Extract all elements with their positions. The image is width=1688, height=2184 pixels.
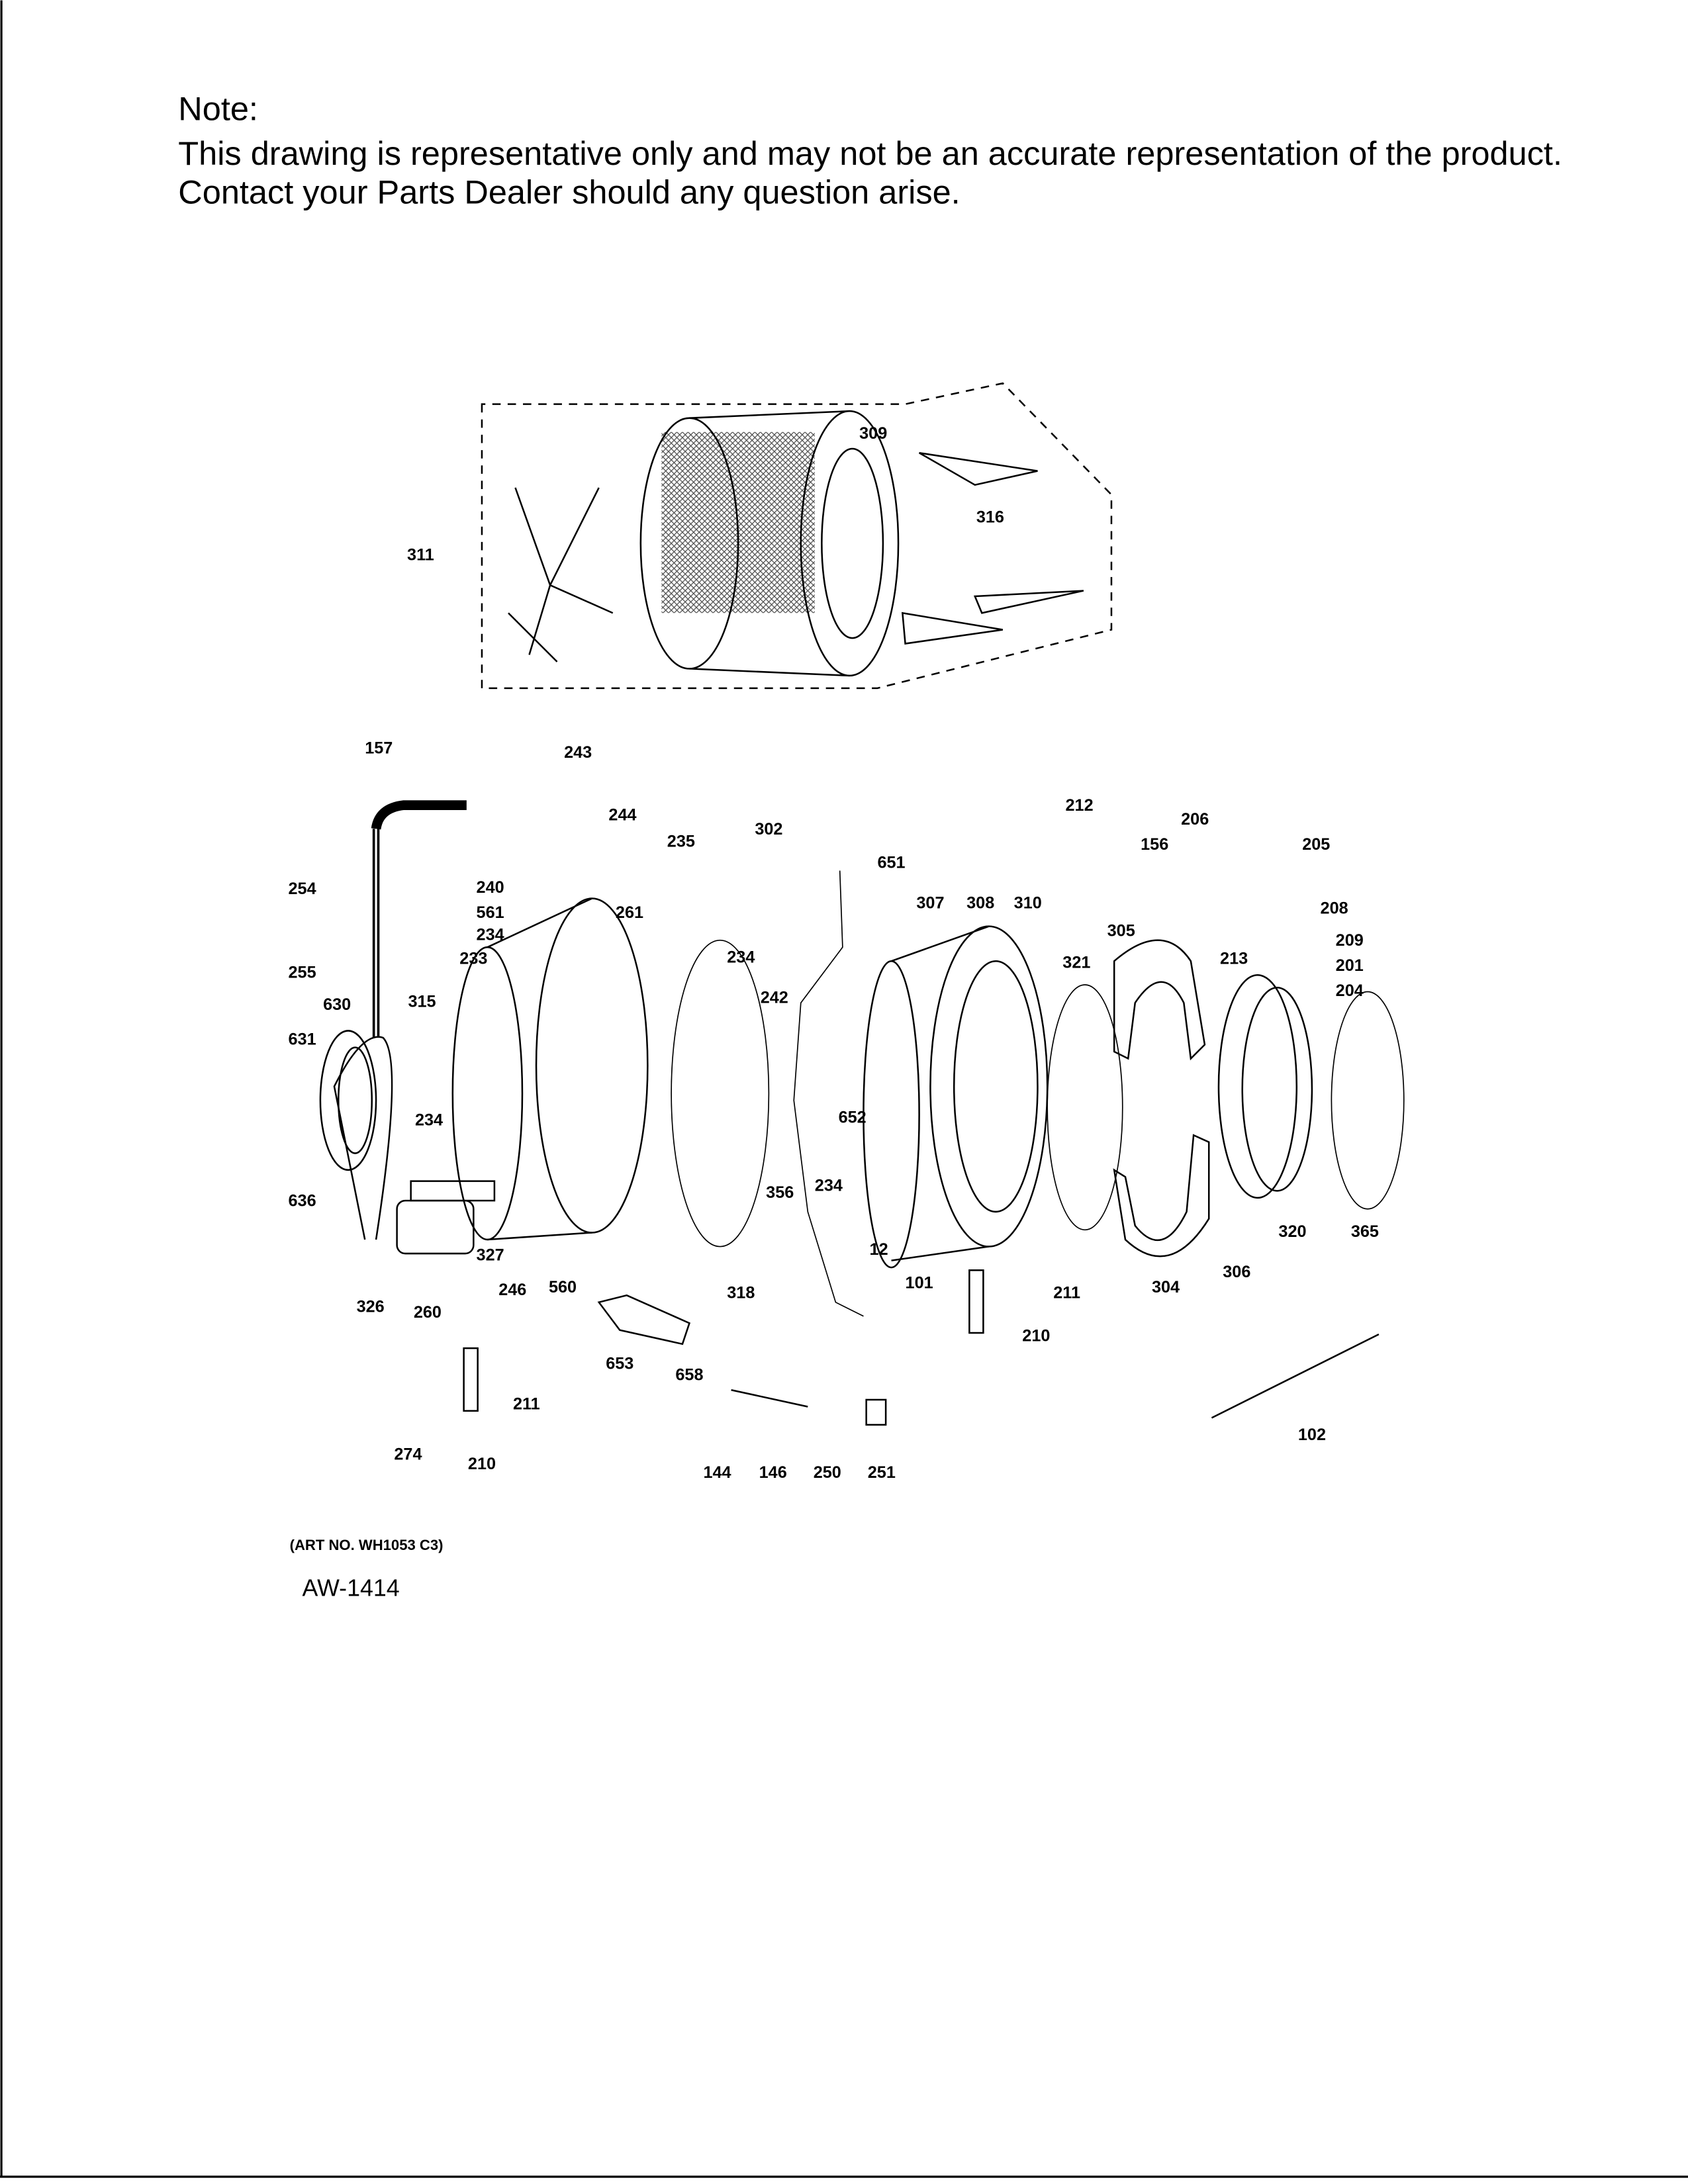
part-callout-261: 261	[616, 903, 643, 922]
part-callout-146: 146	[759, 1463, 787, 1482]
part-callout-310: 310	[1014, 893, 1042, 912]
part-callout-157: 157	[365, 739, 393, 758]
part-callout-156: 156	[1141, 835, 1168, 854]
part-callout-211: 211	[1053, 1283, 1080, 1302]
part-callout-209: 209	[1336, 931, 1364, 950]
heater	[731, 1389, 808, 1408]
motor	[396, 1180, 496, 1255]
part-callout-631: 631	[289, 1030, 316, 1048]
front-tub	[863, 925, 1049, 1269]
part-callout-365: 365	[1351, 1222, 1379, 1241]
rear-tub	[451, 897, 649, 1241]
part-callout-212: 212	[1066, 796, 1094, 815]
part-callout-307: 307	[916, 893, 944, 912]
front-tub-ring	[1217, 974, 1313, 1199]
part-callout-653: 653	[606, 1355, 633, 1373]
part-callout-651: 651	[877, 853, 905, 872]
pulley-and-belt	[319, 1030, 393, 1240]
basket-assembly	[481, 382, 1113, 690]
part-callout-242: 242	[761, 988, 788, 1007]
part-callout-315: 315	[408, 993, 436, 1011]
part-callout-210: 210	[1022, 1327, 1050, 1345]
part-callout-205: 205	[1302, 835, 1330, 854]
part-callout-304: 304	[1152, 1278, 1180, 1297]
part-callout-356: 356	[766, 1183, 794, 1202]
part-callout-321: 321	[1062, 954, 1090, 972]
part-callout-320: 320	[1278, 1222, 1306, 1241]
part-callout-309: 309	[859, 424, 887, 443]
page-code: AW-1414	[303, 1575, 400, 1602]
part-callout-561: 561	[477, 903, 504, 922]
part-callout-652: 652	[839, 1108, 867, 1126]
shock-absorber-left	[463, 1347, 479, 1412]
part-callout-305: 305	[1107, 921, 1135, 940]
part-callout-246: 246	[498, 1281, 526, 1299]
part-callout-254: 254	[289, 880, 316, 898]
part-callout-206: 206	[1181, 810, 1209, 829]
part-callout-250: 250	[814, 1463, 841, 1482]
shock-absorber-right	[968, 1269, 984, 1334]
pressure-hose	[793, 870, 864, 1317]
part-callout-234: 234	[415, 1111, 443, 1129]
seal-321	[1047, 984, 1123, 1231]
part-callouts: 309 316 311 157 243 244 235 302 651 212 206 156 205 2…	[289, 424, 1379, 1482]
part-callout-255: 255	[289, 963, 316, 981]
counterweight-lower	[1113, 1134, 1210, 1257]
counterweight-upper	[1113, 939, 1206, 1061]
part-callout-233: 233	[459, 949, 487, 968]
part-callout-636: 636	[289, 1192, 316, 1210]
part-callout-204: 204	[1336, 981, 1364, 1000]
part-callout-234: 234	[477, 926, 504, 944]
note-line-2: Contact your Parts Dealer should any que…	[178, 173, 960, 211]
part-callout-101: 101	[906, 1274, 933, 1293]
bellows	[597, 1294, 691, 1345]
part-callout-327: 327	[477, 1246, 504, 1265]
part-callout-318: 318	[727, 1283, 755, 1302]
part-callout-316: 316	[976, 508, 1004, 526]
note-line-1: This drawing is representative only and …	[178, 134, 1562, 172]
note-heading: Note:	[178, 89, 258, 127]
part-callout-201: 201	[1336, 956, 1364, 975]
drain-hose	[371, 800, 467, 1038]
part-callout-308: 308	[966, 893, 994, 912]
seal-365	[1331, 991, 1405, 1210]
tub-seal	[671, 939, 770, 1248]
art-number: (ART NO. WH1053 C3)	[290, 1537, 444, 1553]
part-callout-306: 306	[1223, 1263, 1250, 1281]
part-callout-234: 234	[727, 948, 755, 966]
part-callout-560: 560	[549, 1278, 577, 1297]
part-callout-12: 12	[870, 1240, 888, 1259]
part-callout-302: 302	[755, 820, 782, 839]
part-callout-243: 243	[564, 743, 592, 762]
part-callout-208: 208	[1321, 899, 1348, 918]
part-callout-244: 244	[608, 806, 636, 825]
part-callout-234: 234	[815, 1176, 843, 1195]
part-callout-102: 102	[1298, 1426, 1326, 1444]
part-callout-211: 211	[513, 1395, 540, 1414]
part-callout-630: 630	[323, 995, 351, 1014]
part-callout-144: 144	[703, 1463, 731, 1482]
part-callout-210: 210	[468, 1455, 496, 1473]
part-251	[865, 1398, 887, 1426]
part-callout-326: 326	[357, 1297, 385, 1316]
part-callout-260: 260	[414, 1303, 442, 1322]
wire-harness	[1211, 1333, 1380, 1419]
part-callout-274: 274	[394, 1445, 422, 1463]
part-callout-240: 240	[477, 878, 504, 897]
part-callout-311: 311	[407, 545, 434, 564]
part-callout-658: 658	[675, 1366, 703, 1385]
part-callout-235: 235	[667, 833, 695, 851]
part-callout-251: 251	[868, 1463, 896, 1482]
part-callout-213: 213	[1220, 949, 1248, 968]
